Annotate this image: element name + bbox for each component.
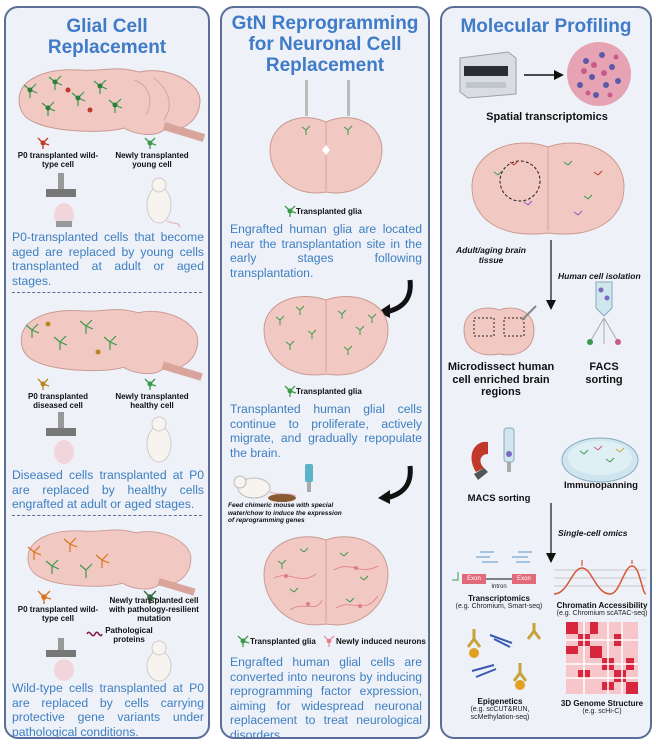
mouse-icon <box>146 640 172 682</box>
conversion-description: Engrafted human glial cells are converte… <box>230 655 422 739</box>
immunopanning-label: Immunopanning <box>564 480 638 491</box>
green-glia-cells <box>25 319 118 355</box>
sequencer-machine-icon <box>459 51 517 99</box>
pathological-protein-icon <box>86 631 103 637</box>
new-neurons-label: Newly induced neurons <box>336 637 426 646</box>
resilient-cell-icon <box>143 590 158 604</box>
mouse-stereotaxic-icon <box>46 412 76 464</box>
epigenetics-label: Epigenetics <box>477 697 523 706</box>
divider <box>12 292 202 293</box>
wild-type-cell-icon <box>37 590 52 604</box>
transcriptomics-example: (e.g. Chromium, Smart-seq) <box>455 603 543 610</box>
gtn-reprogramming-panel: GtN Reprogramming for Neuronal Cell Repl… <box>220 6 430 739</box>
green-glia-cells <box>23 75 123 116</box>
spatial-array-icon <box>567 42 631 106</box>
panel-title: Glial Cell Replacement <box>47 16 167 58</box>
diseased-cell-label: P0 transplanted diseased cell <box>27 392 88 410</box>
immunopanning-dish-icon <box>561 437 639 483</box>
panel-title: GtN Reprogramming for Neuronal Cell Repl… <box>231 13 419 76</box>
chromatin-peaks-icon <box>553 560 647 595</box>
mouse-icon <box>146 177 181 228</box>
young-cell-icon <box>144 137 157 149</box>
transplanted-glia-label: Transplanted glia <box>250 637 316 646</box>
isolation-label: Human cell isolation <box>558 271 641 281</box>
coronal-brain-early <box>269 80 383 194</box>
coronal-brain-neurons <box>263 536 389 626</box>
microdissect-brain-icon <box>463 305 537 356</box>
chromatin-example: (e.g. Chromium scATAC-seq) <box>556 610 648 617</box>
facs-label: FACS sorting <box>585 361 623 386</box>
sagittal-brain-illustration <box>27 529 196 596</box>
diseased-cell-icon <box>37 378 50 390</box>
genome3d-example: (e.g. scHi-C) <box>582 708 622 715</box>
glial-replacement-panel: Glial Cell Replacement P0 transplanted w… <box>4 6 210 739</box>
arrow-down-icon <box>546 503 556 563</box>
pathological-proteins-label: Pathological proteins <box>105 626 153 644</box>
resilient-cell-label: Newly transplanted cell with pathology-r… <box>109 596 199 623</box>
divider <box>12 515 202 516</box>
hic-contact-matrix <box>566 622 638 694</box>
coronal-brain-repopulated <box>263 296 389 376</box>
healthy-cell-icon <box>144 378 157 390</box>
feeding-note: Feed chimeric mouse with special water/c… <box>228 502 342 524</box>
magnet-icon <box>471 427 515 480</box>
glia-cell-icon <box>284 385 297 397</box>
tissue-label: Adult/aging brain tissue <box>456 245 526 265</box>
wild-type-cell-label: P0 transplanted wild-type cell <box>17 151 99 169</box>
section2-description: Diseased cells transplanted at P0 are re… <box>12 468 204 511</box>
transplanted-glia-label: Transplanted glia <box>296 387 362 396</box>
curved-arrow-icon <box>378 279 413 318</box>
glia-cell-icon <box>284 205 297 217</box>
orange-glia-cells <box>27 537 110 578</box>
section1-description: P0-transplanted cells that become aged a… <box>12 230 204 288</box>
arrow-down-icon <box>546 240 556 310</box>
neuron-icon <box>323 635 335 647</box>
single-cell-label: Single-cell omics <box>558 528 628 538</box>
exon-label: Exon <box>517 576 531 582</box>
spatial-transcriptomics-label: Spatial transcriptomics <box>486 111 608 123</box>
exon-intron-diagram <box>452 572 536 584</box>
panel-title: Molecular Profiling <box>460 16 632 37</box>
young-cell-label: Newly transplanted young cell <box>115 151 189 169</box>
mouse-stereotaxic-icon <box>46 173 76 227</box>
sagittal-brain-illustration <box>18 68 206 142</box>
healthy-cell-label: Newly transplanted healthy cell <box>115 392 189 410</box>
molecular-profiling-panel: Molecular Profiling Spatial transcriptom… <box>440 6 652 739</box>
transcript-reads-icon <box>476 551 532 563</box>
wild-type-cell-label: P0 transplanted wild-type cell <box>17 605 99 623</box>
epigenetics-example: (e.g. scCUT&RUN, scMethylation-seq) <box>470 706 530 721</box>
intron-label: Intron <box>491 584 507 590</box>
section3-description: Wild-type cells transplanted at P0 are r… <box>12 681 204 739</box>
mouse-stereotaxic-icon <box>46 638 76 681</box>
genome3d-label: 3D Genome Structure <box>560 699 644 708</box>
transplanted-glia-label: Transplanted glia <box>296 207 362 216</box>
curved-arrow-icon <box>378 465 413 504</box>
microdissect-label: Microdissect human cell enriched brain r… <box>447 361 555 398</box>
exon-label: Exon <box>467 576 481 582</box>
mouse-feeding-icon <box>233 475 297 502</box>
arrow-right-icon <box>524 70 564 80</box>
wild-type-cell-icon <box>37 137 50 149</box>
macs-label: MACS sorting <box>467 493 531 504</box>
glia-cell-icon <box>237 635 250 647</box>
epigenetics-antibodies-icon <box>466 623 542 690</box>
mouse-icon <box>146 416 172 463</box>
water-bottle-icon <box>305 464 313 492</box>
transcriptomics-label: Transcriptomics <box>468 594 530 603</box>
chromatin-label: Chromatin Accessibility <box>556 601 648 610</box>
facs-sorter-icon <box>587 281 621 345</box>
early-stage-description: Engrafted human glia are located near th… <box>230 222 422 280</box>
brain-tissue-section <box>471 142 625 235</box>
proliferation-description: Transplanted human glial cells continue … <box>230 402 422 460</box>
